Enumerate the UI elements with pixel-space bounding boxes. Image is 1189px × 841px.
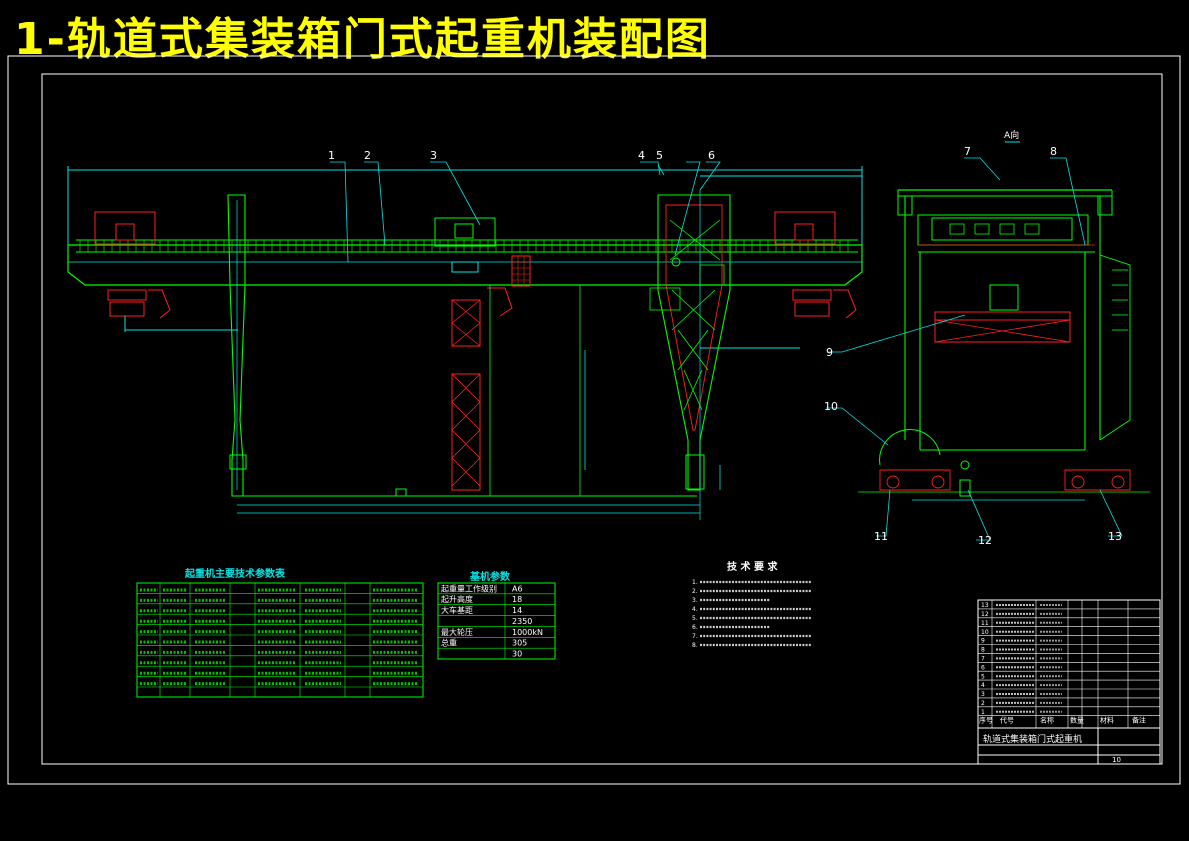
drawing-name: 轨道式集装箱门式起重机 <box>983 733 1082 745</box>
main-params-table: 起重机主要技术参数表 <box>136 567 424 698</box>
callout-8: 8 <box>1050 145 1057 158</box>
callout-9: 9 <box>826 346 833 359</box>
title-block-row-number: 1 <box>981 709 985 716</box>
tech-req-line: 3. <box>692 597 698 604</box>
outer-border <box>7 55 1181 785</box>
callout-7: 7 <box>964 145 971 158</box>
title-block-row-number: 7 <box>981 656 985 663</box>
title-block-row-number: 3 <box>981 691 985 698</box>
title-block-header: 名称 <box>1040 716 1054 725</box>
callout-5: 5 <box>656 149 663 162</box>
title-block-header: 代号 <box>1000 716 1014 725</box>
other-param-label: 起升高度 <box>441 594 473 604</box>
other-params-title: 基机参数 <box>469 570 511 583</box>
title-block-row-number: 11 <box>981 620 989 627</box>
title-block-header: 数量 <box>1070 716 1084 725</box>
title-block-row-number: 5 <box>981 673 985 680</box>
callout-numbers: 1 2 3 4 5 6 7 8 9 10 11 12 13 A向 <box>328 129 1122 547</box>
main-params-title: 起重机主要技术参数表 <box>184 567 286 580</box>
callout-11: 11 <box>874 530 888 543</box>
tech-req-line: 1. <box>692 579 698 586</box>
title-block-row-number: 6 <box>981 664 985 671</box>
callout-12: 12 <box>978 534 992 547</box>
title-block: 13 12 11 10 9 8 76 5 4 3 2 1序号代号 名称 数量 材料 备注 轨道式集装箱门式起重… <box>977 599 1161 765</box>
title-block-row-number: 4 <box>981 682 985 689</box>
other-param-label: 起重量工作级别 <box>441 583 497 593</box>
callout-leaders <box>330 157 1123 541</box>
title-block-row-number: 2 <box>981 700 985 707</box>
tech-req-line: 4. <box>692 606 698 613</box>
tech-requirements: 技 术 要 求 1. 2. 3. 4. 5. 6. 7. 8. <box>692 560 812 649</box>
callout-1: 1 <box>328 149 335 162</box>
callout-2: 2 <box>364 149 371 162</box>
callout-10: 10 <box>824 400 838 413</box>
tech-req-title: 技 术 要 求 <box>727 560 778 573</box>
inner-border <box>41 73 1163 765</box>
front-view <box>67 166 863 520</box>
title-block-row-number: 10 <box>981 629 989 636</box>
section-label: A向 <box>1004 129 1019 141</box>
title-block-row-number: 13 <box>981 602 989 609</box>
callout-13: 13 <box>1108 530 1122 543</box>
callout-3: 3 <box>430 149 437 162</box>
callout-4: 4 <box>638 149 645 162</box>
other-param-value: 18 <box>512 595 522 604</box>
tech-req-line: 2. <box>692 588 698 595</box>
title-block-row-number: 9 <box>981 638 985 645</box>
other-param-value: 1000kN <box>512 628 543 637</box>
sheet-number: 10 <box>1112 756 1121 764</box>
other-param-value: 2350 <box>512 617 532 626</box>
other-params-table: 基机参数 起重量工作级别 A6 起升高度 18 大车基距 14 2350 最大轮压 1000kN… <box>437 570 556 660</box>
title-block-row-number: 8 <box>981 647 985 654</box>
other-param-value: A6 <box>512 584 523 593</box>
title-block-row-number: 12 <box>981 611 989 618</box>
tech-req-line: 8. <box>692 642 698 649</box>
other-param-label: 大车基距 <box>441 605 473 615</box>
tech-req-line: 5. <box>692 615 698 622</box>
other-param-value: 14 <box>512 606 522 615</box>
title-block-header: 序号 <box>979 716 993 725</box>
title-block-header: 备注 <box>1132 716 1146 725</box>
side-view <box>858 141 1150 501</box>
other-param-value: 305 <box>512 639 527 648</box>
other-param-label: 总重 <box>441 638 457 648</box>
title-block-header: 材料 <box>1100 716 1114 725</box>
tech-req-line: 6. <box>692 624 698 631</box>
callout-6: 6 <box>708 149 715 162</box>
other-param-label: 最大轮压 <box>441 627 473 637</box>
tech-req-line: 7. <box>692 633 698 640</box>
other-param-value: 30 <box>512 650 522 659</box>
